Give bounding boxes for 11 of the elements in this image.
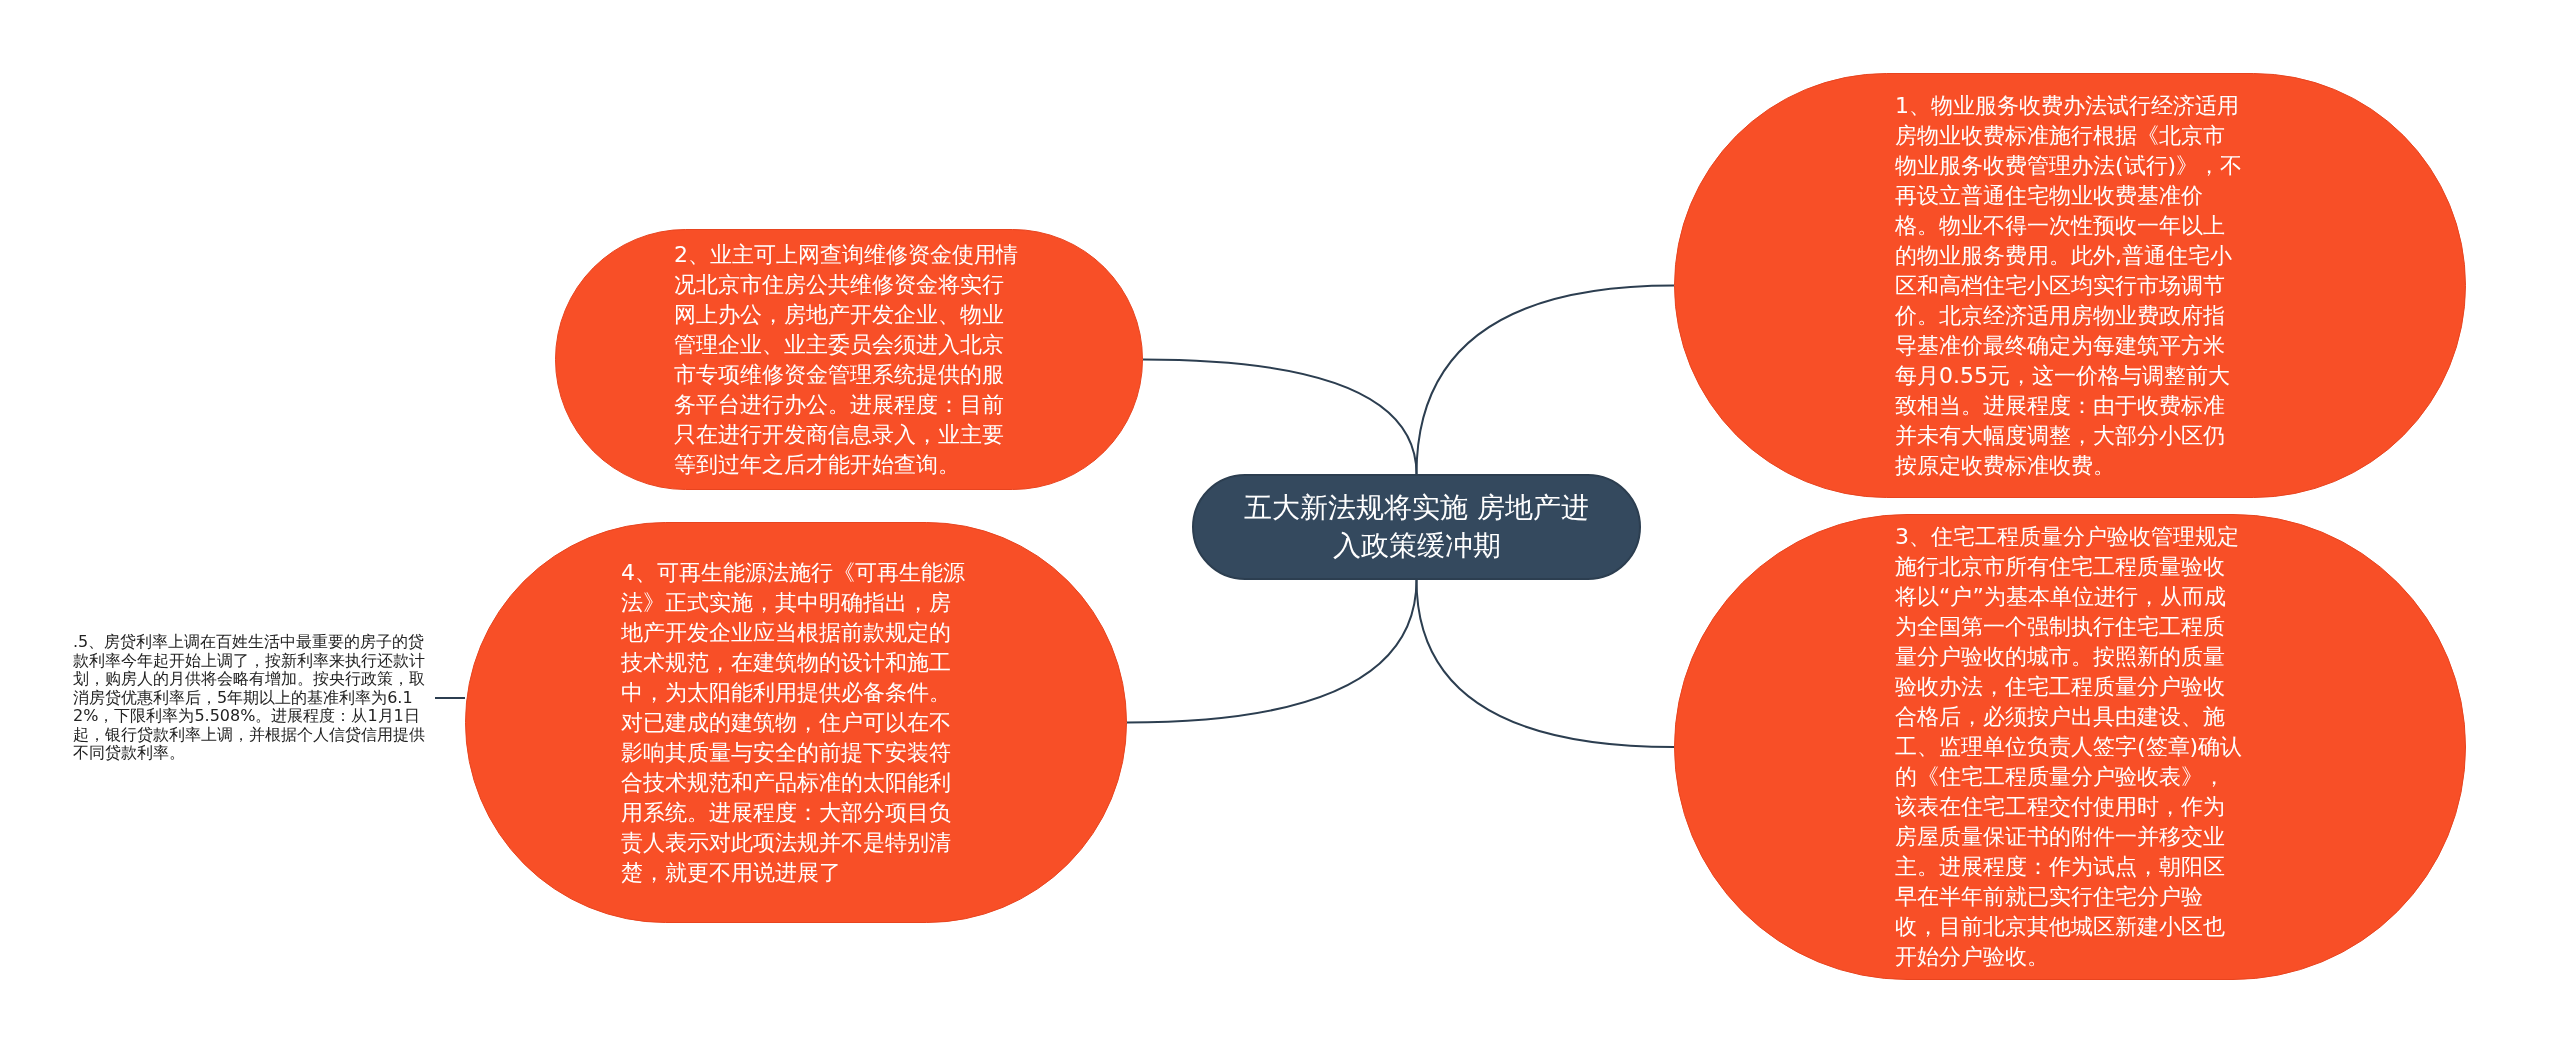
node-text: 五大新法规将实施 房地产进入政策缓冲期 bbox=[1243, 490, 1590, 564]
connector-line bbox=[1142, 358, 1418, 475]
connector-line bbox=[1126, 579, 1418, 724]
node-text: 3、住宅工程质量分户验收管理规定施行北京市所有住宅工程质量验收将以“户”为基本单位进行，从而成为全国第一个强制执行住宅工程质量分户验收的城市。按照新的质量验收办法，住宅工程质量分户验收合格后，必须按户出具由建设、施工、监理单位负责人签字(签章)确认的《住宅工程质量分户验收表》，该表在住宅工程交付使用时，作为房屋质量保证书的附件一并移交业主。进展程度：作为试点，朝阳区早在半年前就已实行住宅分户验收，目前北京其他城区新建小区也开始分户验收。 bbox=[1895, 523, 2244, 971]
node-text: .5、房贷利率上调在百姓生活中最重要的房子的贷款利率今年起开始上调了，按新利率来执行还款计划，购房人的月供将会略有增加。按央行政策，取消房贷优惠利率后，5年期以上的基准利率为6.12%，下限利率为5.508%。进展程度：从1月1日起，银行贷款利率上调，并根据个人信贷信用提供不同贷款利率。 bbox=[73, 633, 426, 763]
node-text: 4、可再生能源法施行《可再生能源法》正式实施，其中明确指出，房地产开发企业应当根据前款规定的技术规范，在建筑物的设计和施工中，为太阳能利用提供必备条件。对已建成的建筑物，住户可以在不影响其质量与安全的前提下安装符合技术规范和产品标准的太阳能利用系统。进展程度：大部分项目负责人表示对此项法规并不是特别清楚，就更不用说进展了 bbox=[621, 558, 966, 887]
connector-line bbox=[434, 697, 466, 699]
node-text: 2、业主可上网查询维修资金使用情况北京市住房公共维修资金将实行网上办公，房地产开发企业、物业管理企业、业主委员会须进入北京市专项维修资金管理系统提供的服务平台进行办公。进展程度：目前只在进行开发商信息录入，业主要等到过年之后才能开始查询。 bbox=[674, 240, 1019, 479]
node-text: 1、物业服务收费办法试行经济适用房物业收费标准施行根据《北京市物业服务收费管理办法(试行)》，不再设立普通住宅物业收费基准价格。物业不得一次性预收一年以上的物业服务费用。此外,普通住宅小区和高档住宅小区均实行市场调节价。北京经济适用房物业费政府指导基准价最终确定为每建筑平方米每月0.55元，这一价格与调整前大致相当。进展程度：由于收费标准并未有大幅度调整，大部分小区仍按原定收费标准收费。 bbox=[1895, 91, 2244, 480]
connector-line bbox=[1415, 579, 1675, 748]
connector-line bbox=[1415, 284, 1675, 475]
